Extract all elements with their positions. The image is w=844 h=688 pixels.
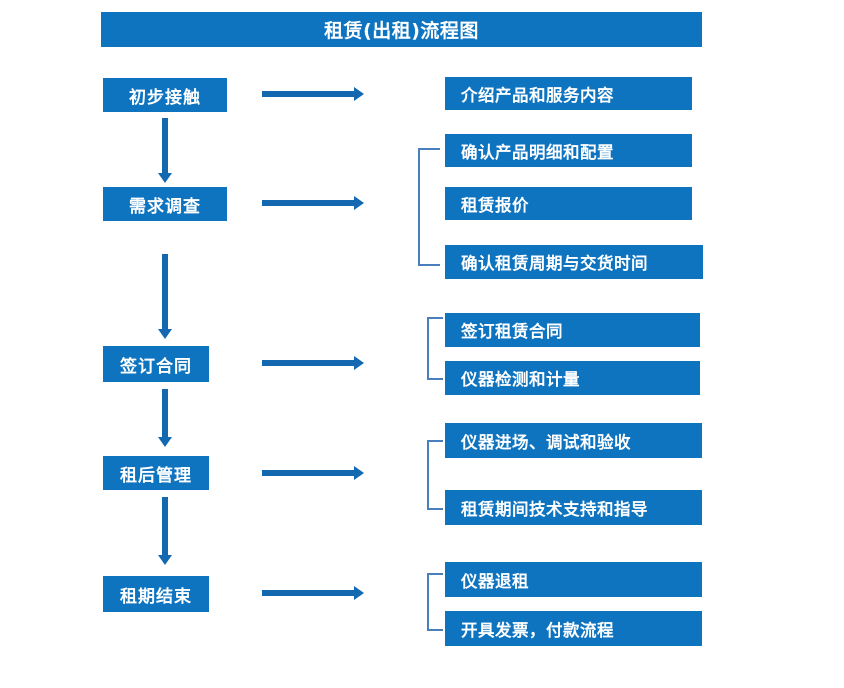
detail-node-3[interactable]: 租赁报价 bbox=[445, 187, 692, 220]
stage-node-1[interactable]: 初步接触 bbox=[103, 78, 227, 112]
stage-node-2[interactable]: 需求调查 bbox=[103, 187, 227, 221]
detail-node-9[interactable]: 仪器退租 bbox=[445, 562, 702, 597]
group-bracket-2 bbox=[418, 148, 440, 266]
detail-node-2[interactable]: 确认产品明细和配置 bbox=[445, 134, 692, 167]
stage-node-4[interactable]: 租后管理 bbox=[103, 456, 209, 490]
detail-node-5[interactable]: 签订租赁合同 bbox=[445, 313, 700, 347]
stage-node-5[interactable]: 租期结束 bbox=[103, 576, 209, 612]
detail-node-6[interactable]: 仪器检测和计量 bbox=[445, 361, 700, 395]
detail-node-7[interactable]: 仪器进场、调试和验收 bbox=[445, 423, 702, 458]
group-bracket-4 bbox=[427, 440, 443, 510]
detail-node-1[interactable]: 介绍产品和服务内容 bbox=[445, 77, 692, 110]
group-bracket-3 bbox=[427, 317, 443, 380]
chart-title-bar: 租赁(出租)流程图 bbox=[101, 12, 702, 47]
detail-node-10[interactable]: 开具发票，付款流程 bbox=[445, 611, 702, 646]
detail-node-8[interactable]: 租赁期间技术支持和指导 bbox=[445, 490, 702, 525]
group-bracket-5 bbox=[427, 573, 443, 631]
stage-node-3[interactable]: 签订合同 bbox=[103, 346, 209, 382]
detail-node-4[interactable]: 确认租赁周期与交货时间 bbox=[445, 245, 703, 279]
